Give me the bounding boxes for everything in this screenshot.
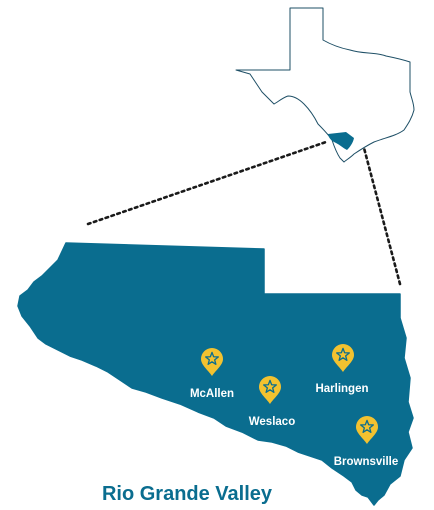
label-weslaco: Weslaco [249, 416, 295, 428]
region-shape [17, 242, 414, 506]
label-brownsville: Brownsville [334, 456, 399, 468]
star-icon [360, 419, 374, 433]
texas-outline-icon [235, 7, 415, 163]
star-icon [336, 347, 350, 361]
marker-brownsville[interactable] [356, 416, 378, 444]
marker-harlingen[interactable] [332, 344, 354, 372]
star-icon [263, 379, 277, 393]
texas-inset [235, 7, 415, 163]
label-harlingen: Harlingen [315, 383, 368, 395]
star-icon [205, 351, 219, 365]
region-title: Rio Grande Valley [102, 483, 273, 505]
marker-mcallen[interactable] [201, 348, 223, 376]
connector-line-right [362, 146, 402, 286]
marker-weslaco[interactable] [259, 376, 281, 404]
rio-grande-valley-highlight [328, 132, 354, 150]
connector-line-left [86, 140, 328, 226]
label-mcallen: McAllen [190, 388, 234, 400]
